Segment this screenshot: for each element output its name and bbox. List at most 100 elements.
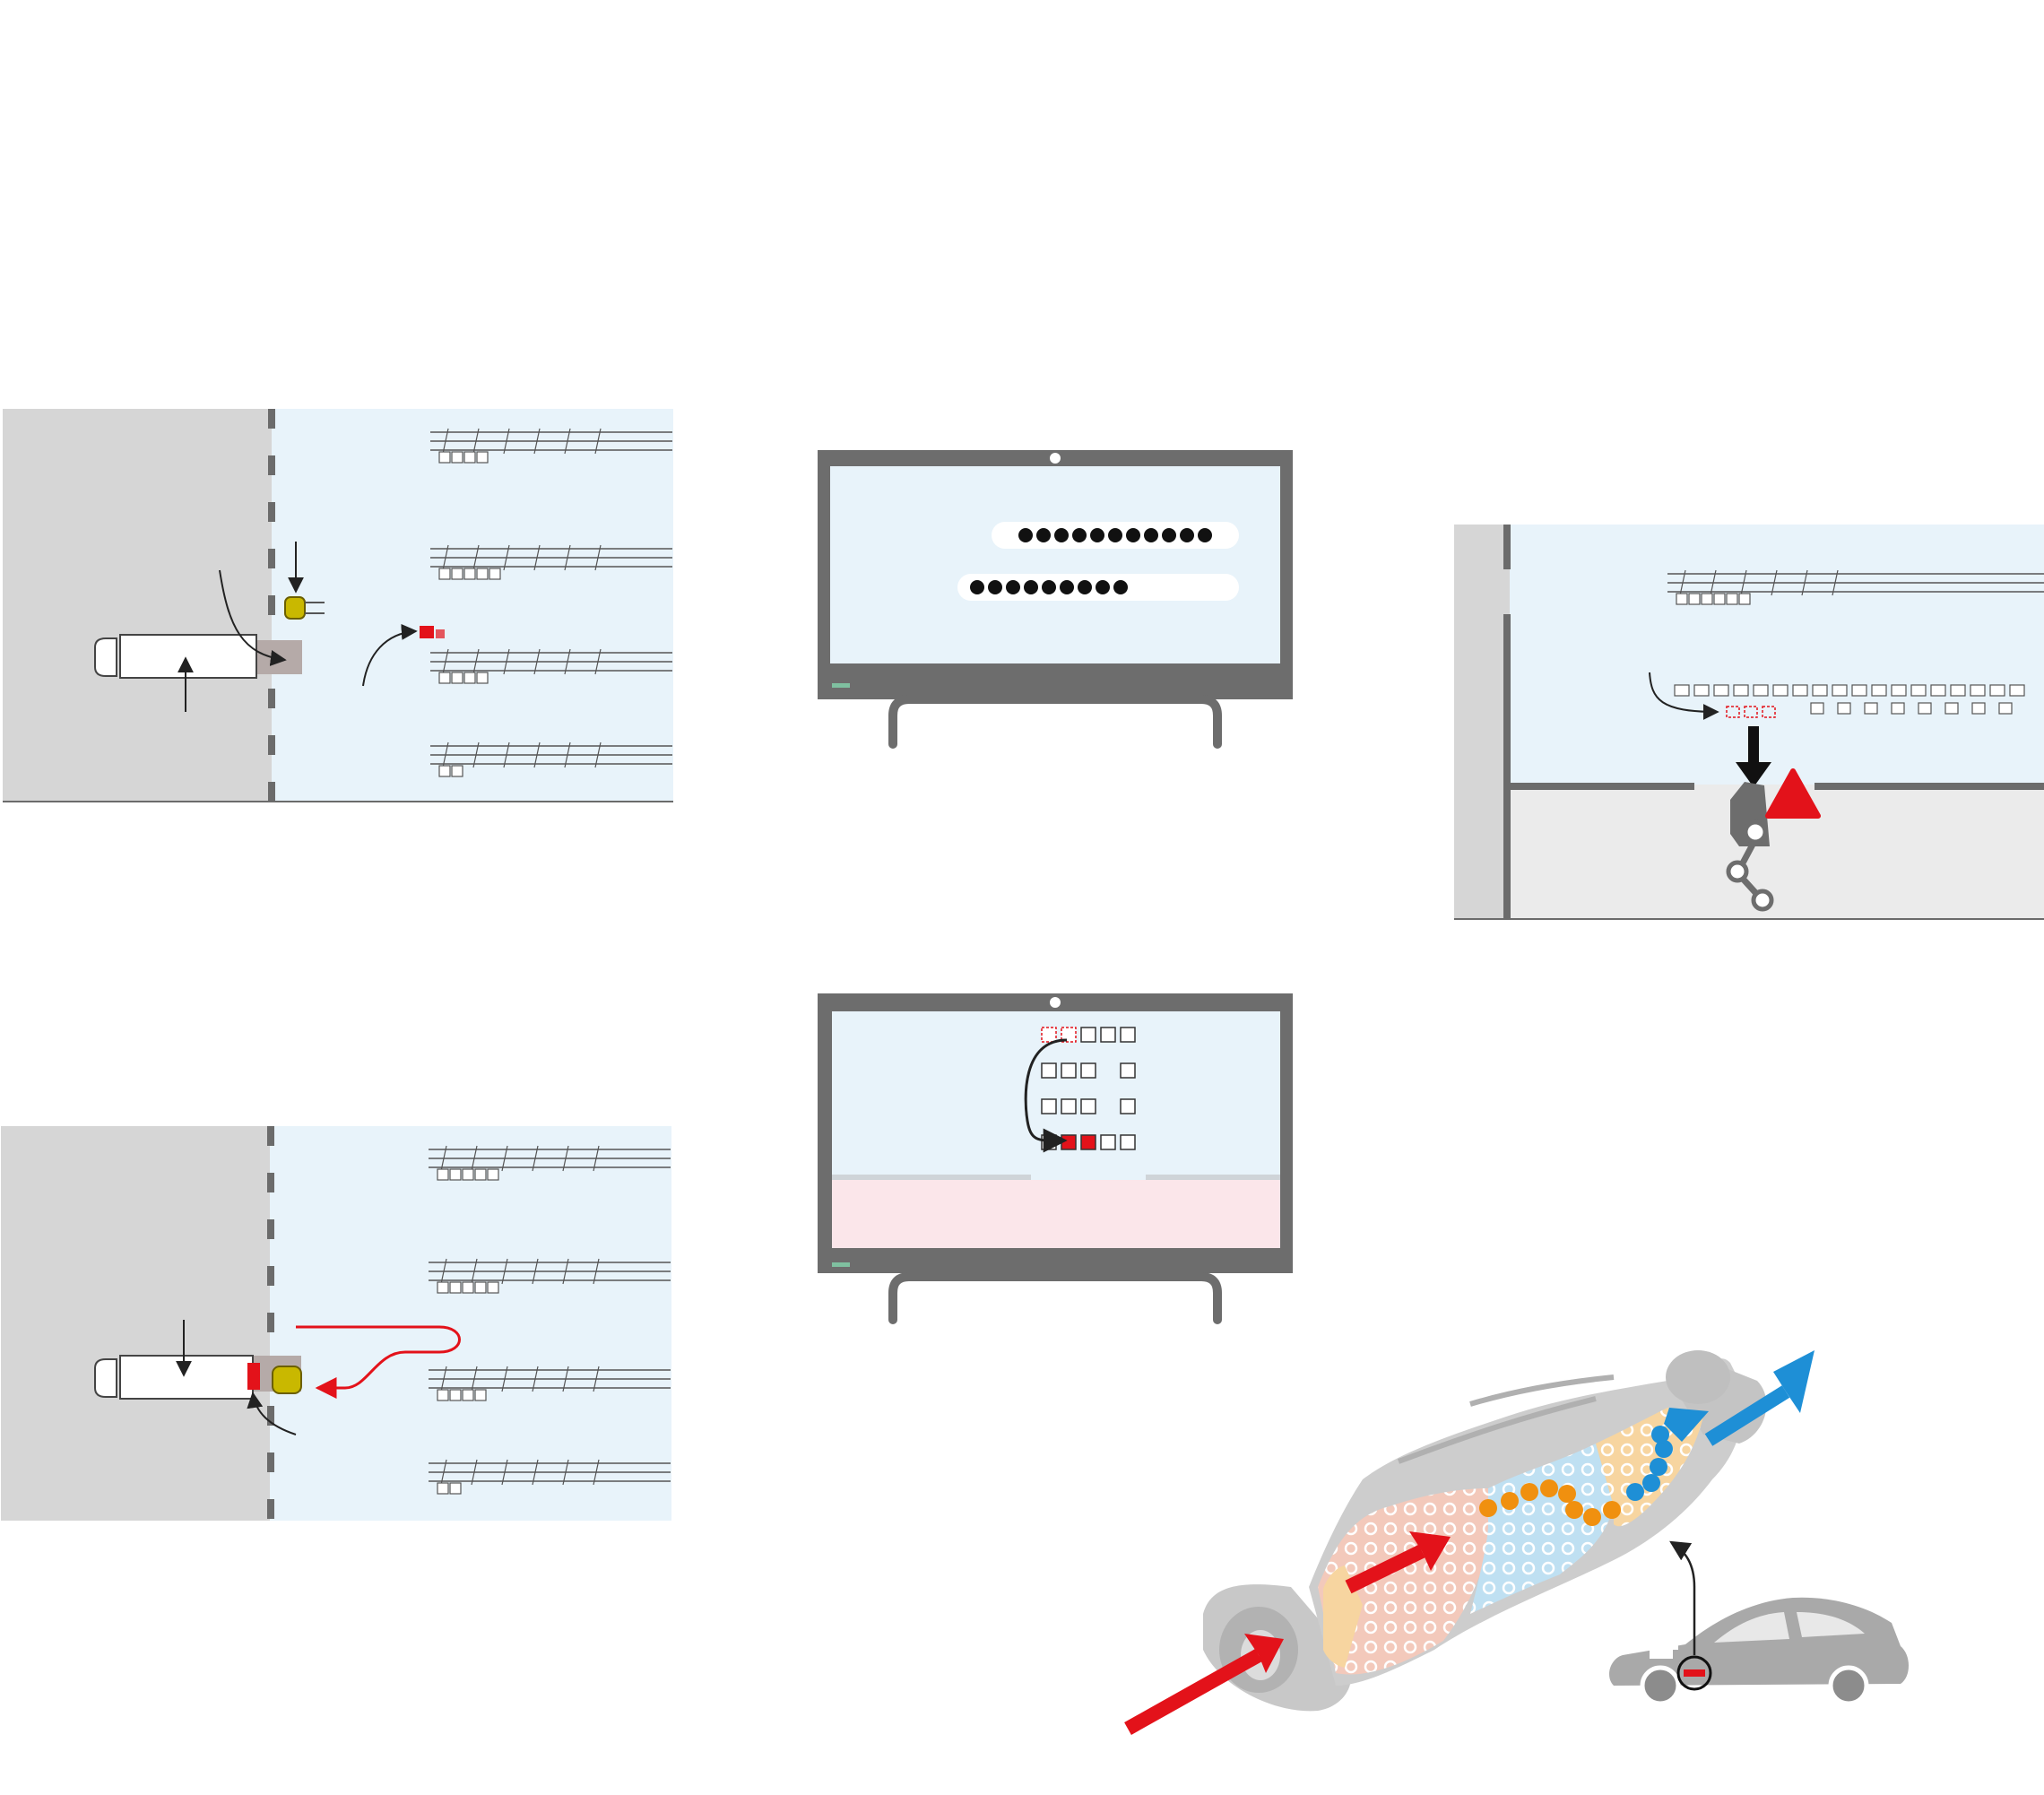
pallet-box	[463, 451, 476, 464]
yard-floor	[1, 1126, 270, 1521]
pallet-box	[1738, 593, 1751, 605]
password-dots	[970, 580, 1128, 594]
pallet-box	[1891, 702, 1905, 715]
pallet-box	[1792, 684, 1808, 697]
rack-post	[503, 741, 510, 768]
particle	[1655, 1440, 1673, 1458]
pallet-box	[1851, 684, 1867, 697]
storage-bin	[1041, 1062, 1057, 1079]
rack-post	[532, 1366, 539, 1392]
rack-post	[562, 1145, 569, 1172]
pallet-box	[451, 765, 463, 777]
particle-path	[1479, 1426, 1673, 1526]
pallet-box	[476, 451, 489, 464]
storage-bin	[1061, 1062, 1077, 1079]
side-floor	[1454, 525, 1510, 919]
outlet-arrow	[1704, 1385, 1790, 1446]
arrow-icon	[219, 569, 287, 666]
rack-post	[593, 1145, 600, 1172]
route-arrow	[296, 1325, 461, 1399]
storage-bin	[1120, 1027, 1136, 1043]
pallet-box	[1918, 702, 1932, 715]
webcam-icon	[1050, 997, 1061, 1008]
catalytic-converter-panel	[1124, 1350, 1909, 1735]
pallet-box	[449, 1168, 462, 1181]
rack-post	[442, 648, 449, 675]
warning-triangle-icon	[1765, 768, 1821, 819]
rack-post	[562, 1366, 569, 1392]
storage-bin	[1041, 1134, 1057, 1150]
arrow-icon	[1409, 1531, 1451, 1571]
arrow-icon	[247, 1392, 297, 1435]
pallet-box	[1772, 684, 1788, 697]
rack-post	[503, 544, 510, 571]
rack-post	[501, 1459, 508, 1486]
arrow-icon	[1664, 1408, 1709, 1442]
password-dot	[1198, 528, 1212, 542]
rack-post	[594, 544, 602, 571]
pallet-box	[1837, 702, 1851, 715]
pallet-box	[1812, 684, 1828, 697]
rack-post	[472, 428, 480, 455]
rack-post	[442, 544, 449, 571]
truck-icon	[94, 1355, 260, 1400]
converter-location-marker	[1676, 1655, 1712, 1691]
pallet-box	[1930, 684, 1946, 697]
pallet-box	[438, 765, 451, 777]
storage-bin	[1080, 1062, 1096, 1079]
pallet-box	[438, 568, 451, 580]
particle	[1642, 1474, 1660, 1492]
storage-bin	[1100, 1027, 1116, 1043]
pallet-box	[462, 1168, 474, 1181]
pallet-box	[1701, 593, 1713, 605]
storage-bin	[1120, 1098, 1136, 1114]
pallet-box	[1726, 593, 1738, 605]
zone-pink	[1318, 1488, 1488, 1675]
warehouse-floor	[1510, 525, 2044, 785]
inventory-screen-monitor	[818, 993, 1293, 1324]
pallet-box	[437, 1482, 449, 1495]
password-dot	[1108, 528, 1122, 542]
shelf-rack-icon	[1667, 569, 2044, 715]
password-dot	[1180, 528, 1194, 542]
storage-bin	[1080, 1027, 1096, 1043]
truck-icon	[94, 634, 257, 679]
zone-tan-outlet	[1596, 1408, 1703, 1527]
pallet-box	[1674, 684, 1690, 697]
particle	[1651, 1426, 1669, 1444]
inlet-arrow	[1124, 1649, 1262, 1735]
rack-post	[1801, 569, 1808, 596]
arrow-icon	[1669, 1540, 1696, 1655]
pallet-box	[449, 1389, 462, 1401]
rack-post	[472, 741, 480, 768]
pallet-box	[1713, 684, 1729, 697]
storage-bin	[1100, 1134, 1116, 1150]
rack-post	[564, 428, 571, 455]
rack-post	[593, 1459, 600, 1486]
pallet-box	[1871, 684, 1887, 697]
outlet-opening	[1666, 1350, 1730, 1404]
password-dot	[1036, 528, 1051, 542]
pallet-box	[437, 1168, 449, 1181]
pallet-box	[474, 1168, 487, 1181]
warehouse-floor	[270, 1126, 671, 1521]
password-dot	[1126, 528, 1140, 542]
password-dot	[1162, 528, 1176, 542]
pallet-box	[476, 568, 489, 580]
password-dot	[1096, 580, 1110, 594]
pallet-box	[451, 672, 463, 684]
pallet-box	[1971, 702, 1986, 715]
rack-post	[564, 544, 571, 571]
pallet-box	[1733, 684, 1749, 697]
pallet-box	[1810, 702, 1824, 715]
rack-post	[440, 1459, 447, 1486]
rack-post	[593, 1366, 600, 1392]
password-dot	[1054, 528, 1069, 542]
pallet-box	[451, 568, 463, 580]
rack-post	[442, 428, 449, 455]
rack-post	[472, 544, 480, 571]
arrow-icon	[362, 623, 418, 687]
webcam-icon	[1050, 453, 1061, 464]
password-dot	[1006, 580, 1020, 594]
